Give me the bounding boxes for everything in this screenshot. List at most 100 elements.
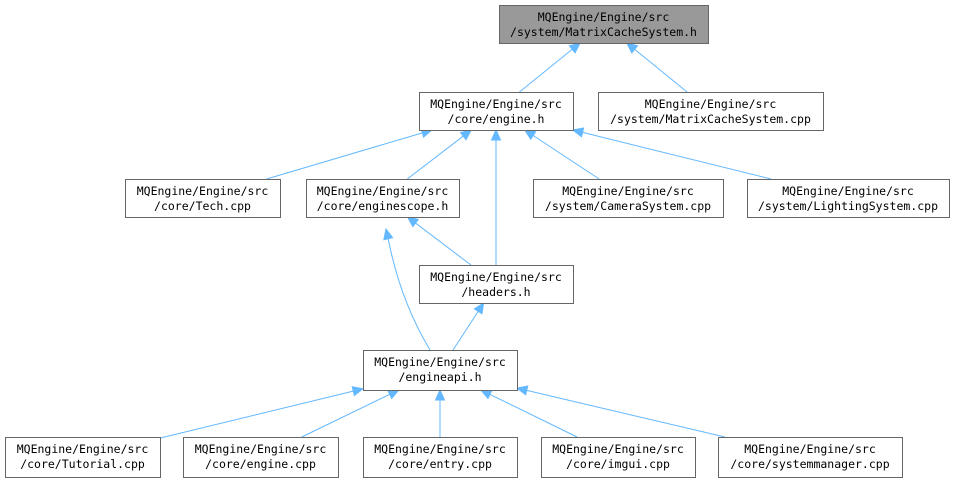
- edge-camera_cpp-to-engine_h: [523, 129, 600, 180]
- edge-line: [415, 222, 472, 266]
- edge-entry_cpp-to-engineapi_h: [434, 388, 446, 437]
- node-label-line1: MQEngine/Engine/src: [782, 184, 914, 198]
- edge-matrix_cpp-to-matrix_h: [625, 42, 688, 93]
- node-label-line1: MQEngine/Engine/src: [552, 442, 684, 456]
- edge-sysmgr_cpp-to-engineapi_h: [515, 385, 726, 438]
- node-tech-cpp[interactable]: MQEngine/Engine/src/core/Tech.cpp: [125, 179, 281, 218]
- node-label-line1: MQEngine/Engine/src: [538, 10, 670, 24]
- node-label-line2: /core/engine.h: [448, 112, 545, 126]
- node-matrix-cpp[interactable]: MQEngine/Engine/src/system/MatrixCacheSy…: [598, 92, 824, 131]
- node-sysmgr-cpp[interactable]: MQEngine/Engine/src/core/systemmanager.c…: [718, 437, 903, 478]
- edge-enginescope_h-to-engine_h: [406, 129, 473, 180]
- arrowhead-icon: [351, 386, 365, 397]
- node-label-line2: /headers.h: [461, 285, 530, 299]
- edge-line: [634, 48, 688, 93]
- node-box: [5, 437, 161, 478]
- node-box: [419, 265, 574, 304]
- node-label-line1: MQEngine/Engine/src: [317, 184, 449, 198]
- node-box: [541, 437, 696, 478]
- edge-tech_cpp-to-engine_h: [266, 127, 434, 180]
- edges-layer: [159, 42, 772, 439]
- node-engineapi-h[interactable]: MQEngine/Engine/src/engineapi.h: [363, 350, 518, 391]
- edge-line: [519, 48, 573, 93]
- edge-engineapi_h-to-enginescope_h: [383, 227, 431, 351]
- node-label-line2: /system/CameraSystem.cpp: [545, 199, 711, 213]
- node-box: [363, 350, 518, 391]
- node-label-line1: MQEngine/Engine/src: [17, 442, 149, 456]
- node-box: [533, 179, 724, 218]
- edge-line: [266, 132, 423, 180]
- edge-line: [387, 238, 431, 351]
- arrowhead-icon: [479, 389, 493, 400]
- node-label-line2: /core/Tutorial.cpp: [20, 457, 145, 471]
- node-label-line1: MQEngine/Engine/src: [374, 442, 506, 456]
- edge-line: [532, 135, 600, 180]
- arrowhead-icon: [523, 129, 537, 141]
- arrowhead-icon: [490, 128, 502, 141]
- node-label-line2: /system/MatrixCacheSystem.h: [510, 25, 697, 39]
- edge-imgui_cpp-to-engineapi_h: [479, 389, 578, 438]
- edge-lighting_cpp-to-engine_h: [571, 127, 772, 180]
- node-matrix-h: MQEngine/Engine/src/system/MatrixCacheSy…: [499, 5, 709, 44]
- edge-headers_h-to-engine_h: [490, 128, 502, 265]
- node-label-line2: /core/Tech.cpp: [154, 199, 251, 213]
- nodes-layer: MQEngine/Engine/src/system/MatrixCacheSy…: [5, 5, 950, 478]
- node-label-line2: /engineapi.h: [398, 370, 481, 384]
- arrowhead-icon: [434, 388, 446, 401]
- node-label-line2: /core/engine.cpp: [205, 457, 316, 471]
- arrowhead-icon: [571, 127, 585, 138]
- edge-line: [406, 135, 464, 180]
- node-label-line2: /core/enginescope.h: [317, 199, 449, 213]
- edge-engine_h-to-matrix_h: [519, 42, 581, 93]
- arrowhead-icon: [473, 301, 485, 315]
- arrowhead-icon: [625, 42, 639, 54]
- node-label-line2: /core/imgui.cpp: [566, 457, 670, 471]
- node-label-line1: MQEngine/Engine/src: [374, 355, 506, 369]
- node-box: [306, 179, 460, 218]
- node-label-line1: MQEngine/Engine/src: [195, 442, 327, 456]
- edge-line: [489, 393, 578, 438]
- node-box: [363, 437, 518, 478]
- arrowhead-icon: [459, 129, 473, 141]
- node-label-line1: MQEngine/Engine/src: [137, 184, 269, 198]
- node-engine-cpp[interactable]: MQEngine/Engine/src/core/engine.cpp: [183, 437, 339, 478]
- node-engine-h[interactable]: MQEngine/Engine/src/core/engine.h: [419, 92, 574, 131]
- node-box: [499, 5, 709, 44]
- node-box: [747, 179, 950, 218]
- node-box: [125, 179, 281, 218]
- node-imgui-cpp[interactable]: MQEngine/Engine/src/core/imgui.cpp: [541, 437, 696, 478]
- arrowhead-icon: [383, 227, 394, 241]
- edge-engineapi_h-to-headers_h: [452, 301, 485, 351]
- node-label-line1: MQEngine/Engine/src: [430, 270, 562, 284]
- node-label-line1: MQEngine/Engine/src: [744, 442, 876, 456]
- edge-line: [301, 393, 390, 438]
- edge-tutorial_cpp-to-engineapi_h: [159, 386, 365, 439]
- edge-line: [582, 131, 772, 180]
- node-label-line2: /system/LightingSystem.cpp: [758, 199, 938, 213]
- node-box: [183, 437, 339, 478]
- edge-headers_h-to-enginescope_h: [406, 216, 472, 266]
- arrowhead-icon: [568, 42, 581, 54]
- edge-line: [452, 311, 479, 351]
- node-lighting-cpp[interactable]: MQEngine/Engine/src/system/LightingSyste…: [747, 179, 950, 218]
- edge-line: [159, 390, 354, 439]
- node-tutorial-cpp[interactable]: MQEngine/Engine/src/core/Tutorial.cpp: [5, 437, 161, 478]
- arrowhead-icon: [515, 385, 529, 396]
- node-label-line1: MQEngine/Engine/src: [645, 97, 777, 111]
- node-enginescope-h[interactable]: MQEngine/Engine/src/core/enginescope.h: [306, 179, 460, 218]
- node-label-line1: MQEngine/Engine/src: [562, 184, 694, 198]
- node-label-line2: /system/MatrixCacheSystem.cpp: [610, 112, 811, 126]
- node-box: [419, 92, 574, 131]
- node-label-line1: MQEngine/Engine/src: [430, 97, 562, 111]
- node-camera-cpp[interactable]: MQEngine/Engine/src/system/CameraSystem.…: [533, 179, 724, 218]
- edge-engine_cpp-to-engineapi_h: [301, 389, 400, 438]
- node-label-line2: /core/entry.cpp: [388, 457, 492, 471]
- edge-line: [526, 389, 726, 438]
- node-headers-h[interactable]: MQEngine/Engine/src/headers.h: [419, 265, 574, 304]
- node-box: [718, 437, 903, 478]
- node-label-line2: /core/systemmanager.cpp: [730, 457, 889, 471]
- node-box: [598, 92, 824, 131]
- arrowhead-icon: [386, 389, 400, 400]
- node-entry-cpp[interactable]: MQEngine/Engine/src/core/entry.cpp: [363, 437, 518, 478]
